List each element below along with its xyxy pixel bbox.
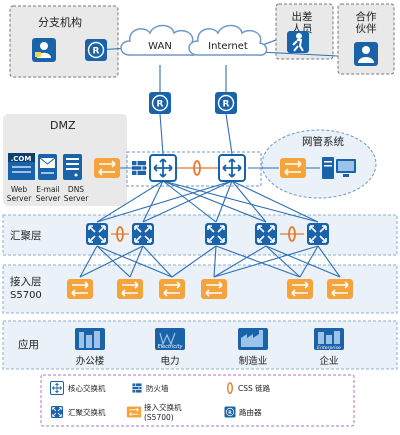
legend-access-switch-label-line2: (S5700) [144,413,174,422]
firewall-icon [131,160,147,176]
email-server-label-line2: Server [36,194,62,203]
access-switch-5-icon [286,278,314,300]
electricity-badge: Electricity [158,344,184,350]
agg-switch-3-icon [204,222,228,246]
legend-core-switch-icon [50,381,64,395]
app-enterprise-label: 企业 [319,355,338,367]
agg-switch-4-icon [254,222,278,246]
legend-router-label: 路由器 [239,407,262,417]
partner-panel [337,3,395,75]
partner-label-line2: 伙伴 [356,22,377,35]
branch-user-icon [32,38,56,62]
core-switch-left-icon [149,154,177,182]
internet-label: Internet [208,41,248,52]
enterprise-icon: Enterprise [314,328,344,351]
traveler-label-line1: 出差 [292,10,313,23]
internet-router-icon [214,91,238,115]
legend-access-switch-label-line1: 接入交换机 [144,402,182,412]
dns-server-icon [63,154,82,180]
nms-server-icon [322,157,356,179]
legend-router-icon [224,406,236,418]
legend-firewall-label: 防火墙 [146,383,169,393]
branch-router-icon [84,38,108,62]
app-manufacturing-label: 制造业 [239,355,268,367]
access-switch-2-icon [116,278,144,300]
enterprise-badge: Enterprise [317,345,341,351]
aggregation-layer-label: 汇聚层 [10,229,42,242]
wan-router-icon [148,91,172,115]
com-badge: .COM [11,155,32,163]
connection-lines [79,39,341,278]
app-electricity-label: 电力 [160,355,179,367]
traveler-icon [287,31,309,53]
legend-box [40,374,355,427]
dmz-switch-icon [93,157,121,179]
web-server-icon: .COM [8,153,35,180]
legend-access-switch-icon [126,406,142,418]
email-server-icon [38,154,57,180]
access-layer-label-line1: 接入层 [10,275,42,288]
web-server-label-line2: Server [7,194,33,203]
office-building-icon [75,328,105,350]
apps-layer-label: 应用 [18,338,39,351]
access-switch-6-icon [326,278,354,300]
access-switch-3-icon [158,278,186,300]
agg-switch-1-icon [85,222,109,246]
branch-label: 分支机构 [38,15,82,29]
nms-title: 网管系统 [302,135,344,148]
legend-core-switch-label: 核心交换机 [68,383,106,393]
access-switch-1-icon [66,278,94,300]
nms-ellipse [261,129,377,199]
web-server-label-line1: Web [11,185,28,194]
legend-firewall-icon [132,383,142,393]
dmz-title: DMZ [50,119,76,132]
manufacturing-icon [238,328,268,350]
legend-agg-switch-icon [50,405,64,419]
agg-switch-2-icon [131,222,155,246]
core-group-frame [126,151,262,187]
wan-label: WAN [148,41,172,52]
dns-server-label-line1: DNS [68,185,84,194]
dns-server-label-line2: Server [64,194,90,203]
partner-icon [354,42,378,66]
legend-css-link-label: CSS 链路 [238,383,271,393]
email-server-label-line1: E-mail [36,185,60,194]
aggregation-band [2,214,398,256]
legend-agg-switch-label: 汇聚交换机 [68,407,106,417]
partner-label-line1: 合作 [356,10,377,23]
access-switch-4-icon [200,278,228,300]
access-layer-label-line2: S5700 [10,290,42,301]
electricity-icon: Electricity [155,328,185,350]
core-switch-right-icon [218,154,246,182]
app-office-label: 办公楼 [76,355,105,367]
agg-switch-5-icon [306,222,330,246]
nms-switch-icon [279,157,307,179]
